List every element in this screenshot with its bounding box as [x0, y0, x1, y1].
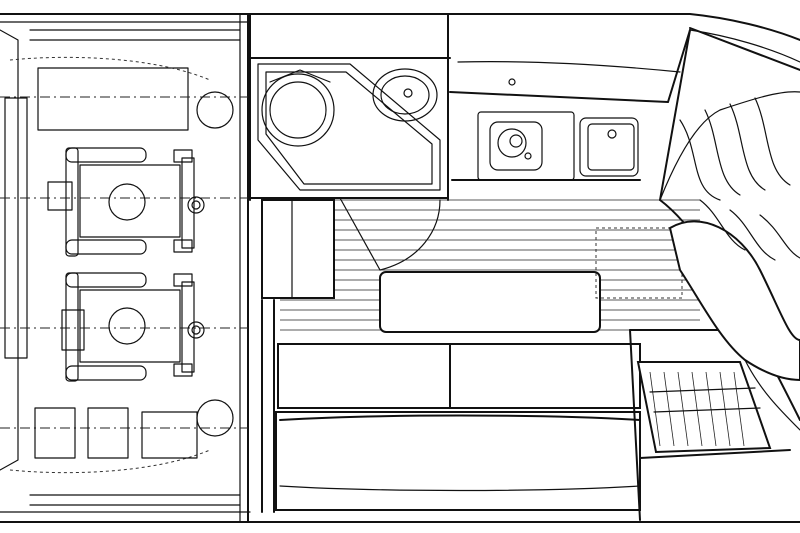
bed-icon: [659, 91, 800, 431]
table-icon: [379, 271, 601, 333]
sink-icon: [579, 117, 639, 177]
engine-icon: [61, 272, 205, 382]
hull-outline: [0, 13, 800, 523]
stove-icon: [489, 121, 543, 171]
salon: [261, 199, 791, 521]
engine-icon: [47, 147, 205, 257]
forward-berth: [659, 27, 800, 431]
toilet-icon: [261, 69, 335, 147]
head-compartment: [249, 13, 451, 271]
galley: [449, 29, 691, 201]
basin-icon: [372, 68, 438, 122]
engine-room: [0, 13, 249, 523]
settee-icon: [275, 343, 641, 511]
companion-steps: [636, 361, 772, 454]
